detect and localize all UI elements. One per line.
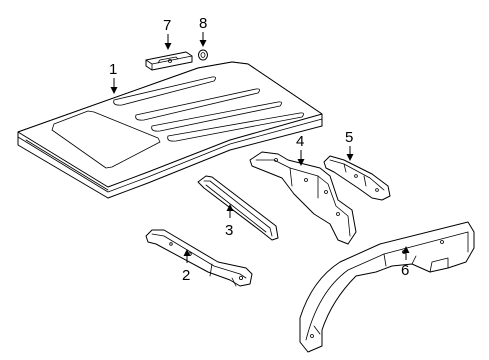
callout-number: 7 <box>163 17 171 34</box>
roof-panel <box>17 61 323 199</box>
grommet <box>198 49 208 61</box>
sunroof-opening <box>51 110 161 169</box>
callout-1: 1 <box>109 61 118 94</box>
callout-4: 4 <box>296 133 305 166</box>
callout-7: 7 <box>163 17 172 50</box>
front-roof-bow <box>145 229 253 287</box>
center-roof-bow <box>197 175 279 241</box>
rear-roof-bow <box>249 151 357 245</box>
callout-number: 3 <box>225 222 233 239</box>
roof-side-rail <box>299 221 475 353</box>
roof-rib <box>113 76 216 106</box>
antenna-bracket <box>145 51 193 71</box>
roof-rib <box>151 101 282 132</box>
callout-number: 4 <box>296 133 304 150</box>
callout-number: 8 <box>199 15 207 32</box>
roof-rib <box>167 112 304 142</box>
callout-5: 5 <box>345 129 354 161</box>
roof-rib <box>135 88 260 121</box>
callout-number: 2 <box>182 267 190 284</box>
callout-number: 6 <box>401 262 409 279</box>
callout-6: 6 <box>401 246 410 279</box>
callout-8: 8 <box>199 15 207 47</box>
callout-3: 3 <box>225 204 234 239</box>
callout-number: 1 <box>109 61 117 78</box>
rear-header-reinforcement <box>323 155 391 201</box>
callout-2: 2 <box>182 249 191 284</box>
callout-number: 5 <box>345 129 353 146</box>
